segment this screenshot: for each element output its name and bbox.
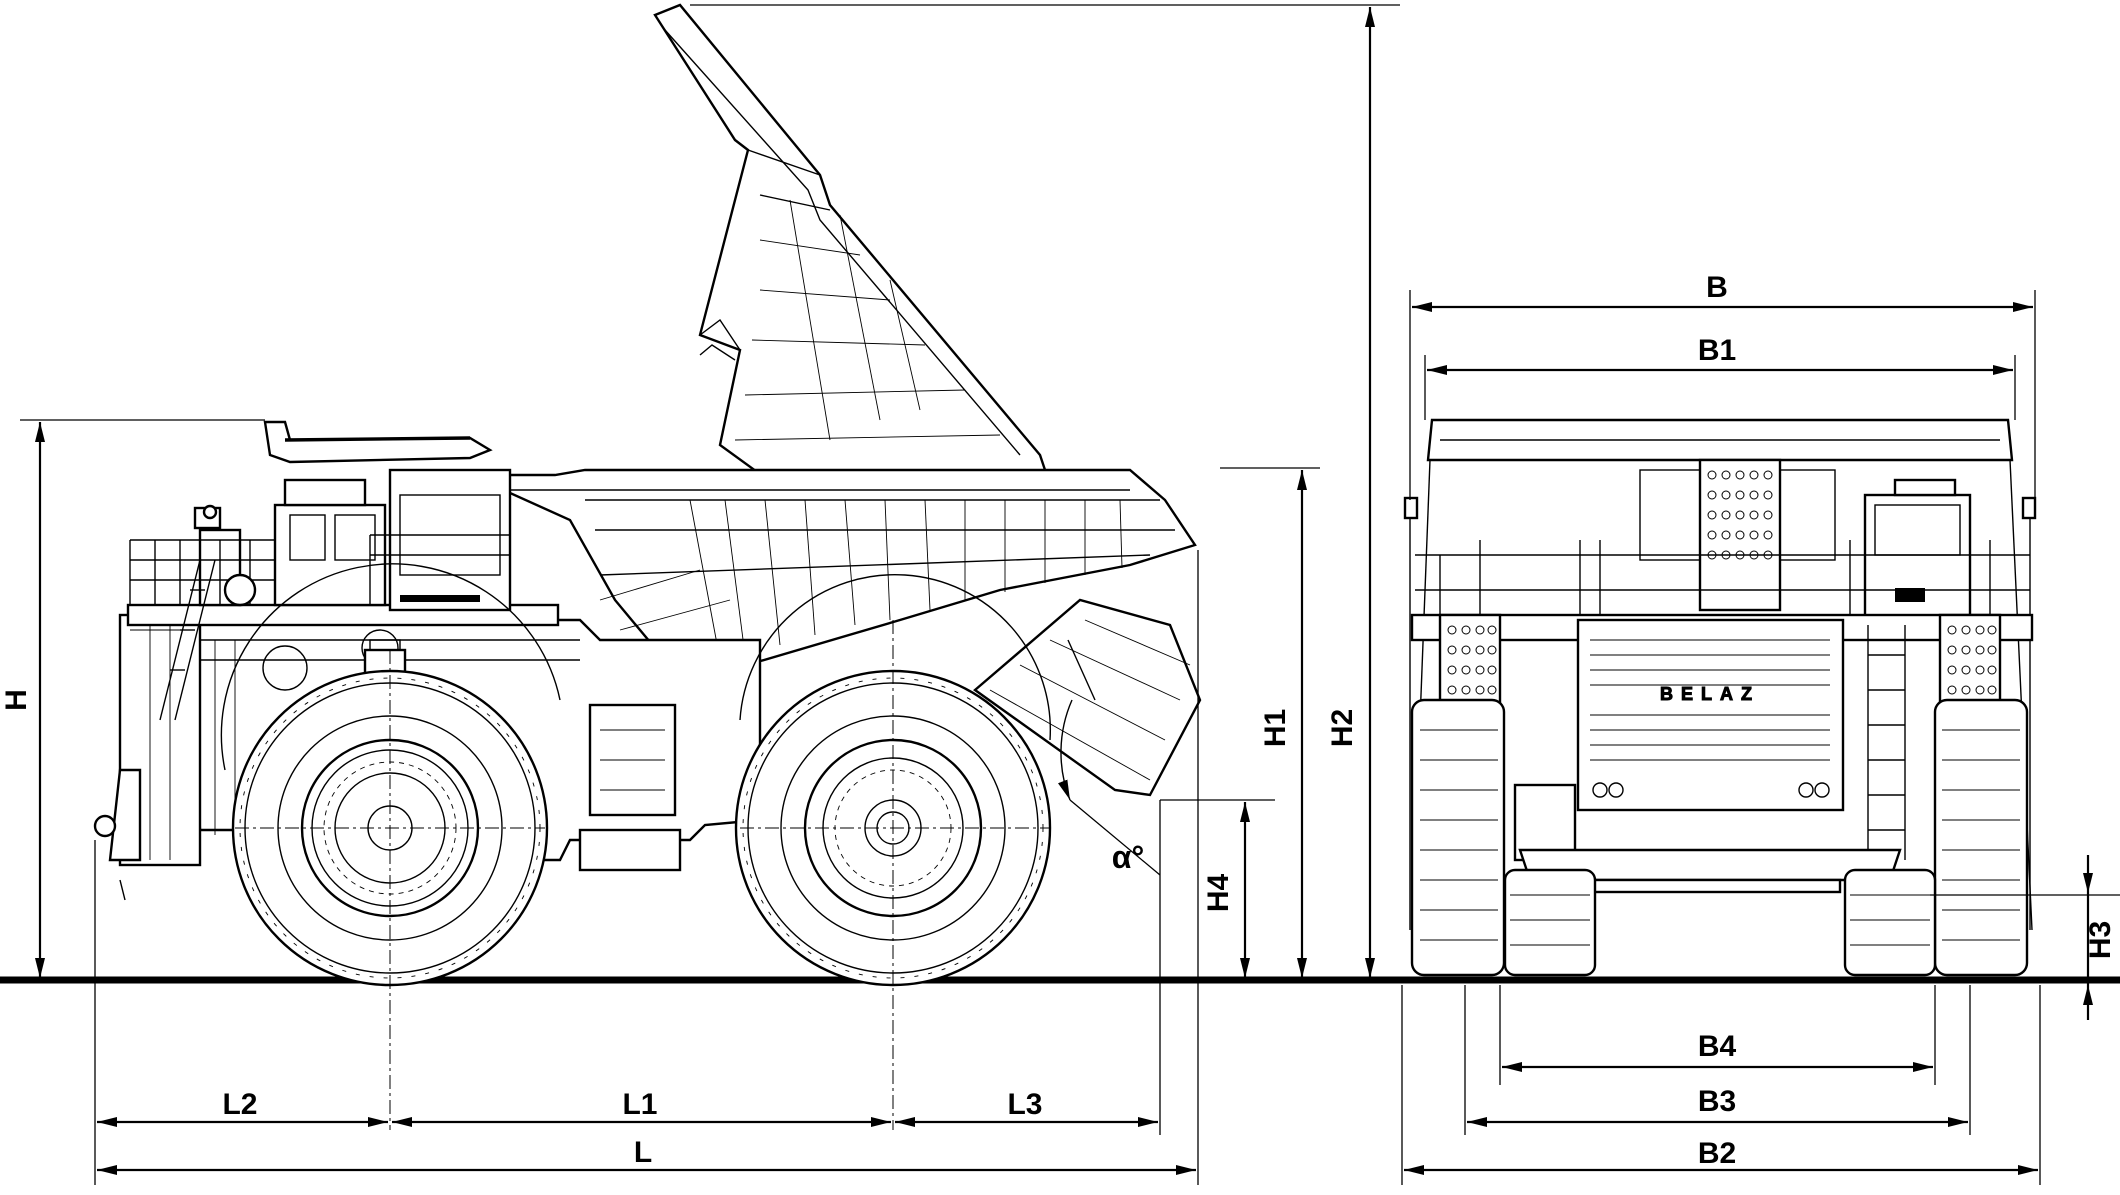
label-L3: L3 xyxy=(1007,1088,1042,1121)
label-H2: H2 xyxy=(1326,709,1359,747)
side-dimensions: H H1 H2 H4 α° L2 L1 L3 L xyxy=(0,4,1400,1185)
label-H4: H4 xyxy=(1202,874,1235,913)
side-view xyxy=(93,3,1202,1130)
front-dimensions: B B1 B4 B3 B2 H3 xyxy=(1401,271,2120,1185)
label-alpha: α° xyxy=(1112,839,1144,875)
label-B3: B3 xyxy=(1698,1085,1736,1118)
label-B: B xyxy=(1706,271,1728,304)
label-B1: B1 xyxy=(1698,334,1736,367)
front-view: BELAZ xyxy=(1403,418,2037,977)
label-L2: L2 xyxy=(222,1088,257,1121)
label-H3: H3 xyxy=(2084,921,2117,959)
front-left-tire xyxy=(1410,698,1597,977)
label-B2: B2 xyxy=(1698,1137,1736,1170)
dump-body xyxy=(263,420,1197,692)
cab-and-deck xyxy=(126,468,560,721)
label-L1: L1 xyxy=(622,1088,657,1121)
front-right-tire xyxy=(1843,698,2029,977)
label-H1: H1 xyxy=(1259,709,1292,747)
raised-dump-body xyxy=(653,3,1202,797)
label-B4: B4 xyxy=(1698,1030,1737,1063)
brand-plate: BELAZ xyxy=(1660,684,1760,704)
label-L: L xyxy=(634,1136,652,1169)
label-H: H xyxy=(0,689,33,711)
